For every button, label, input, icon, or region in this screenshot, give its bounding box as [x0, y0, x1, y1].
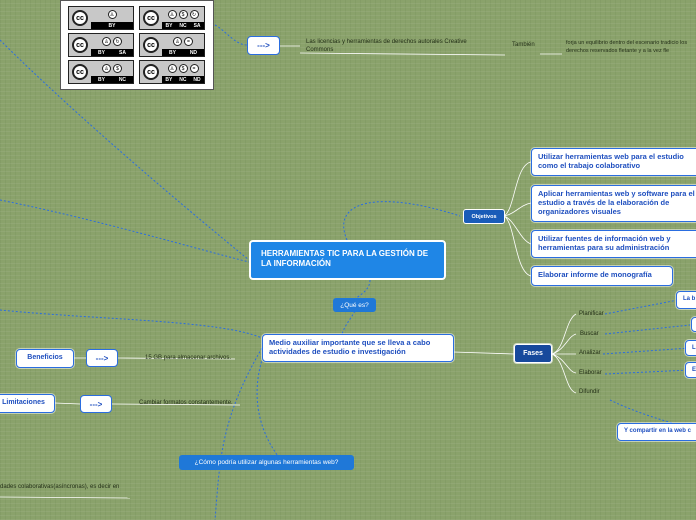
- compartir-node[interactable]: Y compartir en la web c: [617, 423, 696, 441]
- no-dollar-icon: $: [178, 10, 188, 19]
- person-icon: ♙: [107, 10, 117, 19]
- fase-detail-node-3[interactable]: L: [685, 340, 696, 356]
- person-icon: ♙: [102, 64, 111, 73]
- objetivo-item-1[interactable]: Utilizar herramientas web para el estudi…: [531, 148, 696, 176]
- no-dollar-icon: $: [178, 64, 188, 73]
- person-icon: ♙: [102, 37, 111, 46]
- cc-icon: cc: [72, 10, 88, 26]
- share-icon: ↻: [113, 37, 122, 46]
- beneficios-text: 15 GB para almacenar archivos.: [145, 355, 232, 361]
- fases-node[interactable]: Fases: [514, 344, 552, 363]
- fase-analizar: Analizar: [579, 350, 601, 356]
- beneficios-node[interactable]: Beneficios: [16, 349, 74, 368]
- forja-text: forja un equilibrio dentro del escenario…: [566, 40, 688, 54]
- no-dollar-icon: $: [113, 64, 122, 73]
- limitaciones-arrow-node[interactable]: --->: [80, 395, 112, 413]
- equal-icon: =: [189, 64, 199, 73]
- actividades-text: dades colaborativas(asíncronas), es deci…: [0, 484, 120, 490]
- limitaciones-text: Cambiar formatos constantemente.: [139, 400, 233, 406]
- objetivo-item-2[interactable]: Aplicar herramientas web y software para…: [531, 185, 696, 222]
- person-icon: ♙: [167, 10, 177, 19]
- objetivo-item-3[interactable]: Utilizar fuentes de información web y he…: [531, 230, 696, 258]
- cc-icon: cc: [143, 37, 159, 53]
- que-es-node[interactable]: ¿Qué es?: [333, 298, 376, 312]
- cc-icon: cc: [72, 37, 88, 53]
- cc-icon: cc: [72, 64, 88, 80]
- person-icon: ♙: [167, 64, 177, 73]
- tambien-text: También: [512, 42, 535, 48]
- fase-buscar: Buscar: [580, 331, 599, 337]
- fase-elaborar: Elaborar: [579, 370, 602, 376]
- licencias-text: Las licencias y herramientas de derechos…: [306, 39, 467, 53]
- cc-by-badge: cc ♙ BY: [68, 6, 134, 30]
- fase-detail-node-1[interactable]: La b: [676, 291, 696, 309]
- licencias-arrow-node[interactable]: --->: [247, 36, 280, 55]
- beneficios-arrow-node[interactable]: --->: [86, 349, 118, 367]
- central-topic[interactable]: HERRAMIENTAS TIC PARA LA GESTIÓN DE LA I…: [249, 240, 446, 280]
- limitaciones-node[interactable]: Limitaciones: [0, 394, 55, 413]
- medio-auxiliar-node[interactable]: Medio auxiliar importante que se lleva a…: [262, 334, 454, 362]
- cc-icon: cc: [143, 64, 159, 80]
- fase-detail-node-4[interactable]: El: [685, 362, 696, 378]
- share-icon: ↻: [189, 10, 199, 19]
- cc-icon: cc: [143, 10, 159, 26]
- fase-difundir: Difundir: [579, 389, 600, 395]
- como-node[interactable]: ¿Cómo podría utilizar algunas herramient…: [179, 455, 354, 470]
- person-icon: ♙: [173, 37, 182, 46]
- objetivo-item-4[interactable]: Elaborar informe de monografía: [531, 266, 673, 286]
- fase-detail-node-2[interactable]: [691, 317, 696, 332]
- fase-planificar: Planificar: [579, 311, 604, 317]
- equal-icon: =: [184, 37, 193, 46]
- objetivos-node[interactable]: Objetivos: [463, 209, 505, 224]
